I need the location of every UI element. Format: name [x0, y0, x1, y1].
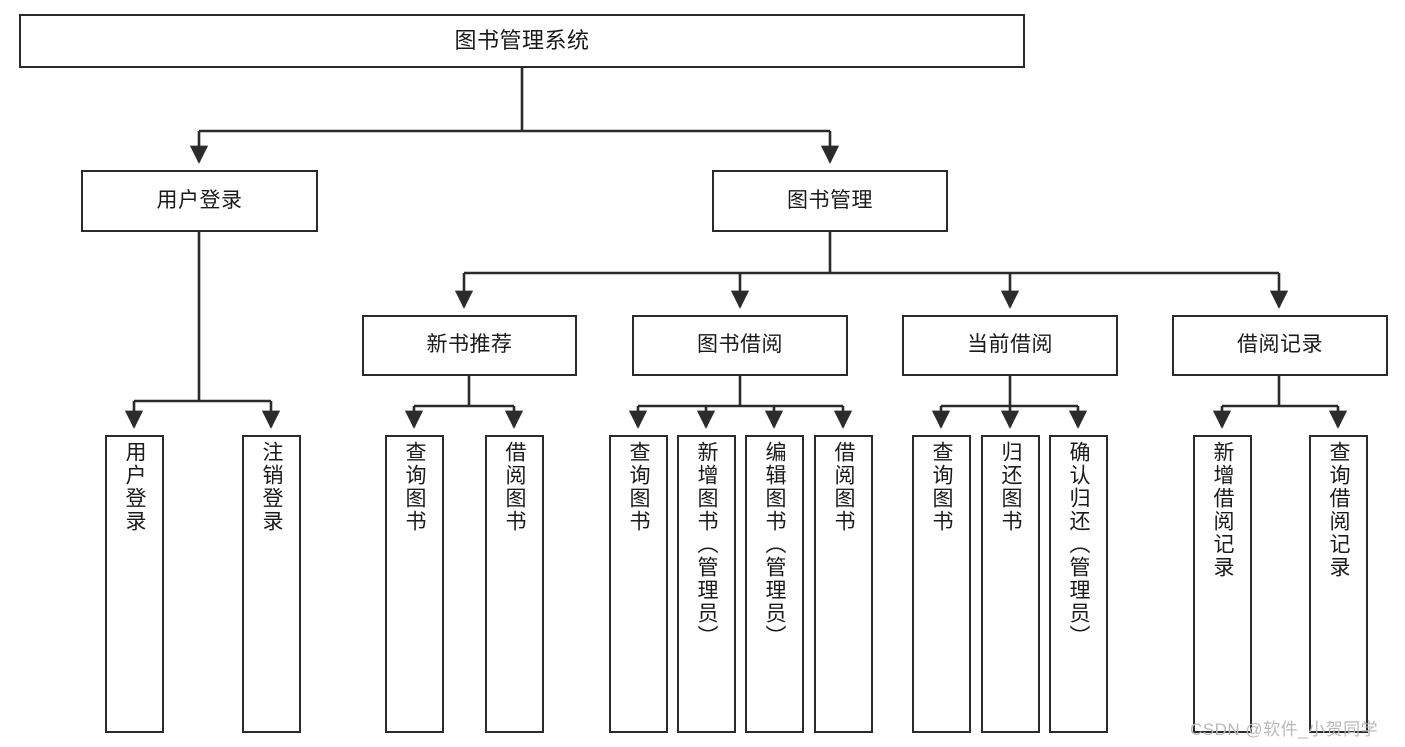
node-leaf-borrow-book-2-label: 借阅图书	[832, 441, 855, 533]
node-leaf-borrow-book-1[interactable]: 借阅图书	[485, 435, 544, 733]
node-leaf-query-book-1[interactable]: 查询图书	[385, 435, 444, 733]
node-leaf-confirm-return[interactable]: 确认归还（管理员）	[1049, 435, 1108, 733]
node-leaf-edit-book[interactable]: 编辑图书（管理员）	[745, 435, 804, 733]
node-user-login-label: 用户登录	[156, 188, 243, 212]
node-leaf-return-book-label: 归还图书	[999, 441, 1022, 533]
csdn-watermark: CSDN @软件_小贺同学	[1190, 720, 1379, 739]
node-leaf-add-record[interactable]: 新增借阅记录	[1193, 435, 1252, 733]
node-book-manage[interactable]: 图书管理	[712, 170, 948, 232]
node-root[interactable]: 图书管理系统	[19, 14, 1025, 68]
node-book-borrow-label: 图书借阅	[697, 333, 783, 357]
node-root-label: 图书管理系统	[454, 28, 590, 54]
node-leaf-confirm-return-label: 确认归还（管理员）	[1067, 441, 1090, 648]
node-leaf-edit-book-label: 编辑图书（管理员）	[763, 441, 786, 648]
node-borrow-record[interactable]: 借阅记录	[1172, 315, 1388, 376]
node-leaf-add-record-label: 新增借阅记录	[1211, 441, 1234, 579]
node-book-borrow[interactable]: 图书借阅	[632, 315, 848, 376]
node-book-manage-label: 图书管理	[787, 188, 873, 212]
node-leaf-query-book-3-label: 查询图书	[930, 441, 953, 533]
node-leaf-query-book-2-label: 查询图书	[627, 441, 650, 533]
node-leaf-query-book-3[interactable]: 查询图书	[912, 435, 971, 733]
node-new-book-rec-label: 新书推荐	[426, 333, 513, 357]
node-leaf-query-record-label: 查询借阅记录	[1327, 441, 1350, 579]
node-leaf-user-login-label: 用户登录	[123, 441, 146, 533]
node-leaf-return-book[interactable]: 归还图书	[981, 435, 1040, 733]
node-leaf-user-login[interactable]: 用户登录	[105, 435, 164, 733]
node-leaf-logout-login-label: 注销登录	[260, 441, 283, 533]
node-leaf-borrow-book-1-label: 借阅图书	[503, 441, 526, 533]
node-current-borrow[interactable]: 当前借阅	[902, 315, 1118, 376]
node-leaf-add-book[interactable]: 新增图书（管理员）	[677, 435, 736, 733]
node-leaf-logout-login[interactable]: 注销登录	[242, 435, 301, 733]
node-leaf-borrow-book-2[interactable]: 借阅图书	[814, 435, 873, 733]
node-leaf-query-book-2[interactable]: 查询图书	[609, 435, 668, 733]
node-leaf-add-book-label: 新增图书（管理员）	[695, 441, 718, 648]
node-user-login[interactable]: 用户登录	[81, 170, 318, 232]
node-new-book-rec[interactable]: 新书推荐	[362, 315, 577, 376]
node-leaf-query-book-1-label: 查询图书	[403, 441, 426, 533]
node-current-borrow-label: 当前借阅	[967, 333, 1053, 357]
node-borrow-record-label: 借阅记录	[1237, 333, 1323, 357]
node-leaf-query-record[interactable]: 查询借阅记录	[1309, 435, 1368, 733]
